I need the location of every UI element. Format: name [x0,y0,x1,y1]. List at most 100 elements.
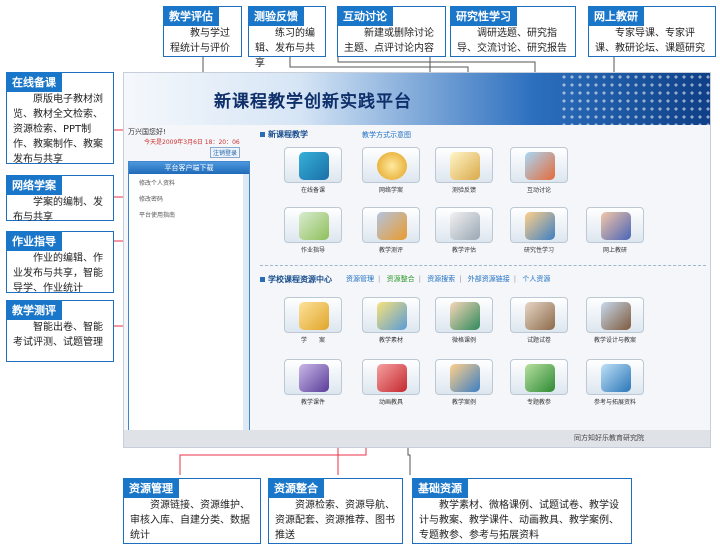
callout-title: 资源整合 [268,478,324,498]
books-purple-icon [299,364,329,392]
notebook-pencil-icon [299,212,329,240]
tile-discussion[interactable]: 互动讨论 [510,147,568,194]
tile-animation[interactable]: 动画教具 [362,359,420,406]
nav-external-links[interactable]: 外部资源链接 [467,275,510,283]
tile-case[interactable]: 教学案例 [435,359,493,406]
nav-personal-resource[interactable]: 个人资源 [522,275,551,283]
tile-online-prep[interactable]: 在线备课 [284,147,342,194]
team-icon [525,212,555,240]
tile-label: 专题教参 [526,399,551,406]
section-new-curriculum: 新课程教学 [260,129,308,140]
callout-title: 教学测评 [6,300,62,320]
callout-base-resources: 基础资源 教学素材、微格课例、试题试卷、教学设计与教案、教学课件、动画教具、教学… [412,478,632,544]
footer: 同方知好乐教育研究院 [124,430,710,447]
tile-label: 教学评估 [451,247,476,254]
tile-web-plan[interactable]: 网络学案 [362,147,420,194]
nav-resource-manage[interactable]: 资源管理 [346,275,374,283]
tile-courseware[interactable]: 教学课件 [284,359,342,406]
section-bullet-icon [260,132,265,137]
callout-text: 调研选题、研究指导、交流讨论、研究报告 [457,28,567,54]
callout-text: 原版电子教材浏览、教材全文检索、资源检索、PPT制作、教案制作、教案发布与共享 [13,94,103,165]
callout-discussion: 互动讨论 新建或删除讨论主题、点评讨论内容 [337,6,446,57]
app-title: 新课程教学创新实践平台 [214,92,412,112]
client-download-panel: 平台客户端下载 修改个人资料 修改密码 平台使用指南 [128,161,250,441]
gear-tools-icon [377,212,407,240]
date-text: 今天是2009年3月6日 18：20：06 [144,139,240,146]
book-icon [299,152,329,180]
nav-resource-integrate[interactable]: 资源整合 [386,275,415,283]
tile-exam-papers[interactable]: 试题试卷 [510,297,568,344]
banner-dot-pattern [560,73,710,125]
tile-label: 试题试卷 [526,337,551,344]
callout-text: 资源链接、资源维护、审核入库、自建分类、数据统计 [130,500,250,541]
callout-resource-manage: 资源管理 资源链接、资源维护、审核入库、自建分类、数据统计 [123,478,261,544]
green-books-icon [525,364,555,392]
paper-stack-icon [525,302,555,330]
tile-label: 学 案 [300,337,325,344]
tile-reference[interactable]: 专题教参 [510,359,568,406]
tile-label: 参考与拓展资料 [593,399,636,406]
section-divider [260,265,706,266]
left-column: 万兴国您好! 今天是2009年3月6日 18：20：06 注销登录 平台客户端下… [124,125,252,447]
tile-label: 作业指导 [300,247,325,254]
callout-title: 在线备课 [6,72,62,92]
callout-text: 教学素材、微格课例、试题试卷、教学设计与教案、教学课件、动画教具、教学案例、专题… [419,500,619,541]
tile-evaluation[interactable]: 教学评估 [435,207,493,254]
tile-assessment[interactable]: 教学测评 [362,207,420,254]
section-subtitle: 教学方式示意图 [362,131,411,139]
tile-label: 网上教研 [602,247,627,254]
tile-online-research[interactable]: 网上教研 [586,207,644,254]
panel-title: 平台客户端下载 [129,162,249,174]
callout-text: 作业的编辑、作业发布与共享，智能导学、作业统计 [13,253,103,294]
callout-evaluation: 教学评估 教与学过程统计与评价 [163,6,242,57]
panel-link-guide[interactable]: 平台使用指南 [139,212,176,219]
tile-label: 教学素材 [378,337,403,344]
open-book-icon [601,364,631,392]
tile-research[interactable]: 研究性学习 [510,207,568,254]
callout-assessment: 教学测评 智能出卷、智能考试评测、试题管理 [6,300,114,362]
tile-quiz-feedback[interactable]: 测验反馈 [435,147,493,194]
callout-text: 专家导课、专家评课、教研论坛、课题研究 [595,28,705,54]
callout-homework: 作业指导 作业的编辑、作业发布与共享，智能导学、作业统计 [6,231,114,294]
callout-text: 练习的编辑、发布与共享 [255,28,315,69]
palette-icon [377,302,407,330]
callout-online-research: 网上教研 专家导课、专家评课、教研论坛、课题研究 [588,6,716,57]
callout-quiz-feedback: 测验反馈 练习的编辑、发布与共享 [248,6,326,69]
group-icon [450,364,480,392]
callout-title: 研究性学习 [450,6,517,26]
teacher-icon [601,212,631,240]
callout-title: 网络学案 [6,175,62,195]
tile-label: 研究性学习 [523,247,554,254]
section-title: 学校课程资源中心 [268,275,332,284]
callout-title: 互动讨论 [337,6,393,26]
footer-text: 同方知好乐教育研究院 [574,434,644,442]
section-resource-center: 学校课程资源中心 [260,274,332,285]
panel-link-password[interactable]: 修改密码 [139,196,164,203]
film-clapper-icon [377,364,407,392]
callout-text: 新建或删除讨论主题、点评讨论内容 [344,28,434,54]
banner: 新课程教学创新实践平台 [124,73,710,125]
tile-lesson-design[interactable]: 教学设计与教案 [586,297,644,344]
panel-scrollbar[interactable] [243,174,249,440]
nav-resource-search[interactable]: 资源搜索 [427,275,456,283]
callout-resource-integrate: 资源整合 资源检索、资源导航、资源配套、资源推荐、图书推送 [268,478,403,544]
book-stack-icon [299,302,329,330]
callout-online-prep: 在线备课 原版电子教材浏览、教材全文检索、资源检索、PPT制作、教案制作、教案发… [6,72,114,165]
tile-study-plan[interactable]: 学 案 [284,297,342,344]
tile-label: 动画教具 [378,399,403,406]
panel-link-profile[interactable]: 修改个人资料 [139,180,176,187]
tile-label: 互动讨论 [526,187,551,194]
tile-label: 教学测评 [378,247,403,254]
globe-email-icon [377,152,407,180]
callout-web-plan: 网络学案 学案的编制、发布与共享 [6,175,114,223]
welcome-text: 万兴国您好! [128,128,166,136]
tile-label: 网络学案 [378,187,403,194]
tile-homework[interactable]: 作业指导 [284,207,342,254]
platform-screenshot: 新课程教学创新实践平台 万兴国您好! 今天是2009年3月6日 18：20：06… [123,72,711,448]
tile-material[interactable]: 教学素材 [362,297,420,344]
tile-label: 教学设计与教案 [593,337,636,344]
tile-extended[interactable]: 参考与拓展资料 [586,359,644,406]
logout-button[interactable]: 注销登录 [210,147,241,158]
tile-micro-lesson[interactable]: 微格课例 [435,297,493,344]
section-bullet-icon [260,277,265,282]
